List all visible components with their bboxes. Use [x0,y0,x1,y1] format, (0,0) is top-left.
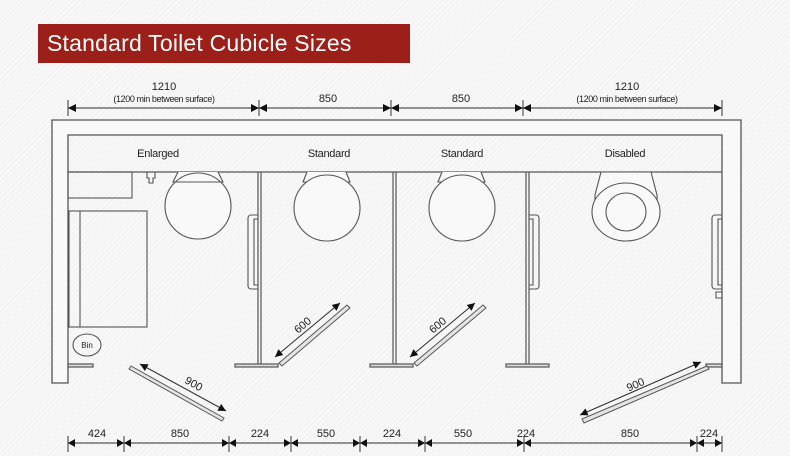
bottom-dim-9: 224 [700,428,718,440]
grab-rails [247,214,722,299]
bottom-dim-2: 850 [171,428,189,440]
top-dimension-line [67,100,723,116]
bottom-dim-8: 850 [621,428,639,440]
baby-change-icon [68,210,148,328]
door-enlarged [128,365,225,422]
page-title: Standard Toilet Cubicle Sizes [47,30,352,56]
bottom-dim-1: 424 [88,428,106,440]
top-dim-3-value: 850 [452,93,470,105]
top-dim-4-note: (1200 min between surface) [576,94,678,104]
cubicle-label-standard-1: Standard [308,148,350,160]
top-dim-4-value: 1210 [615,81,639,93]
toilet-icon-disabled [591,171,661,242]
top-dim-1-note: (1200 min between surface) [113,94,215,104]
top-dim-2-value: 850 [319,93,337,105]
door-swing-label-disabled: 900 [625,376,647,394]
bottom-dim-7: 224 [517,428,535,440]
partitions [67,172,723,368]
cubicle-label-disabled: Disabled [605,148,646,160]
title-banner: Standard Toilet Cubicle Sizes [38,24,410,63]
grab-rail-icon [529,214,540,290]
bottom-dim-6: 550 [454,428,472,440]
door-standard-1 [278,304,351,367]
door-swing-arrows [139,302,702,416]
bin-icon [72,333,102,357]
bottom-dimension-line [67,436,723,452]
toilet-icon-standard-1 [293,171,361,242]
basin-tap-icon [715,291,722,299]
bottom-dim-5: 224 [383,428,401,440]
cubicle-label-enlarged: Enlarged [137,148,179,160]
tap-icon [146,172,156,184]
bin-label: Bin [81,341,93,350]
door-swing-label-standard-2: 600 [427,315,449,336]
grab-rail-icon [711,214,722,290]
door-disabled [581,365,710,424]
door-swing-label-enlarged: 900 [183,375,205,394]
grab-rail-icon [247,214,258,290]
shelf-icon [67,171,133,199]
toilet-icon-standard-2 [428,171,496,242]
door-swing-label-standard-1: 600 [292,315,314,336]
cubicle-label-standard-2: Standard [441,148,483,160]
bottom-dim-3: 224 [251,428,269,440]
toilet-icon-enlarged [164,171,232,240]
enlarged-fixtures [67,171,156,357]
door-standard-2 [413,304,487,367]
outer-walls [51,119,742,384]
bottom-dim-4: 550 [317,428,335,440]
top-dim-1-value: 1210 [152,81,176,93]
